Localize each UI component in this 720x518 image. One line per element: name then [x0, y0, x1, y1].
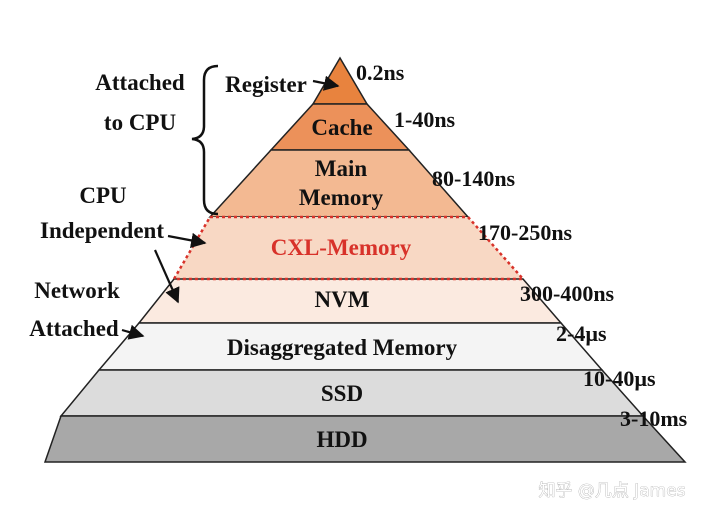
tier-cxl-memory	[174, 217, 523, 279]
latency-cxl-memory: 170-250ns	[478, 220, 573, 245]
side-cpu-line1: CPU	[79, 183, 127, 208]
latency-disaggregated-memory: 2-4µs	[556, 321, 607, 346]
latency-ssd: 10-40µs	[583, 366, 656, 391]
label-cxl-memory: CXL-Memory	[271, 235, 412, 260]
side-attached-line2: to CPU	[104, 110, 177, 135]
label-disaggregated-memory: Disaggregated Memory	[227, 335, 458, 360]
side-network-line2: Attached	[29, 316, 119, 341]
tier-hdd	[43, 415, 687, 463]
label-nvm: NVM	[315, 287, 370, 312]
arrow-cpu-to-nvm	[153, 249, 180, 304]
label-memory: Memory	[299, 185, 384, 210]
side-cpu-line2: Independent	[40, 218, 164, 243]
latency-main-memory: 80-140ns	[432, 166, 516, 191]
side-attached-line1: Attached	[95, 70, 185, 95]
latency-hdd: 3-10ms	[620, 406, 688, 431]
arrow-cpu-to-cxl	[167, 232, 207, 248]
arrow-network	[121, 324, 145, 340]
label-hdd: HDD	[316, 427, 367, 452]
side-network-line1: Network	[34, 278, 120, 303]
attached-brace	[191, 64, 219, 216]
label-cache: Cache	[311, 115, 372, 140]
latency-nvm: 300-400ns	[520, 281, 615, 306]
label-register: Register	[225, 72, 307, 97]
label-ssd: SSD	[321, 381, 363, 406]
latency-cache: 1-40ns	[394, 107, 456, 132]
watermark: 知乎 @几点 James	[538, 481, 685, 501]
label-main: Main	[315, 156, 368, 181]
latency-register: 0.2ns	[356, 60, 405, 85]
arrow-register	[312, 75, 340, 91]
